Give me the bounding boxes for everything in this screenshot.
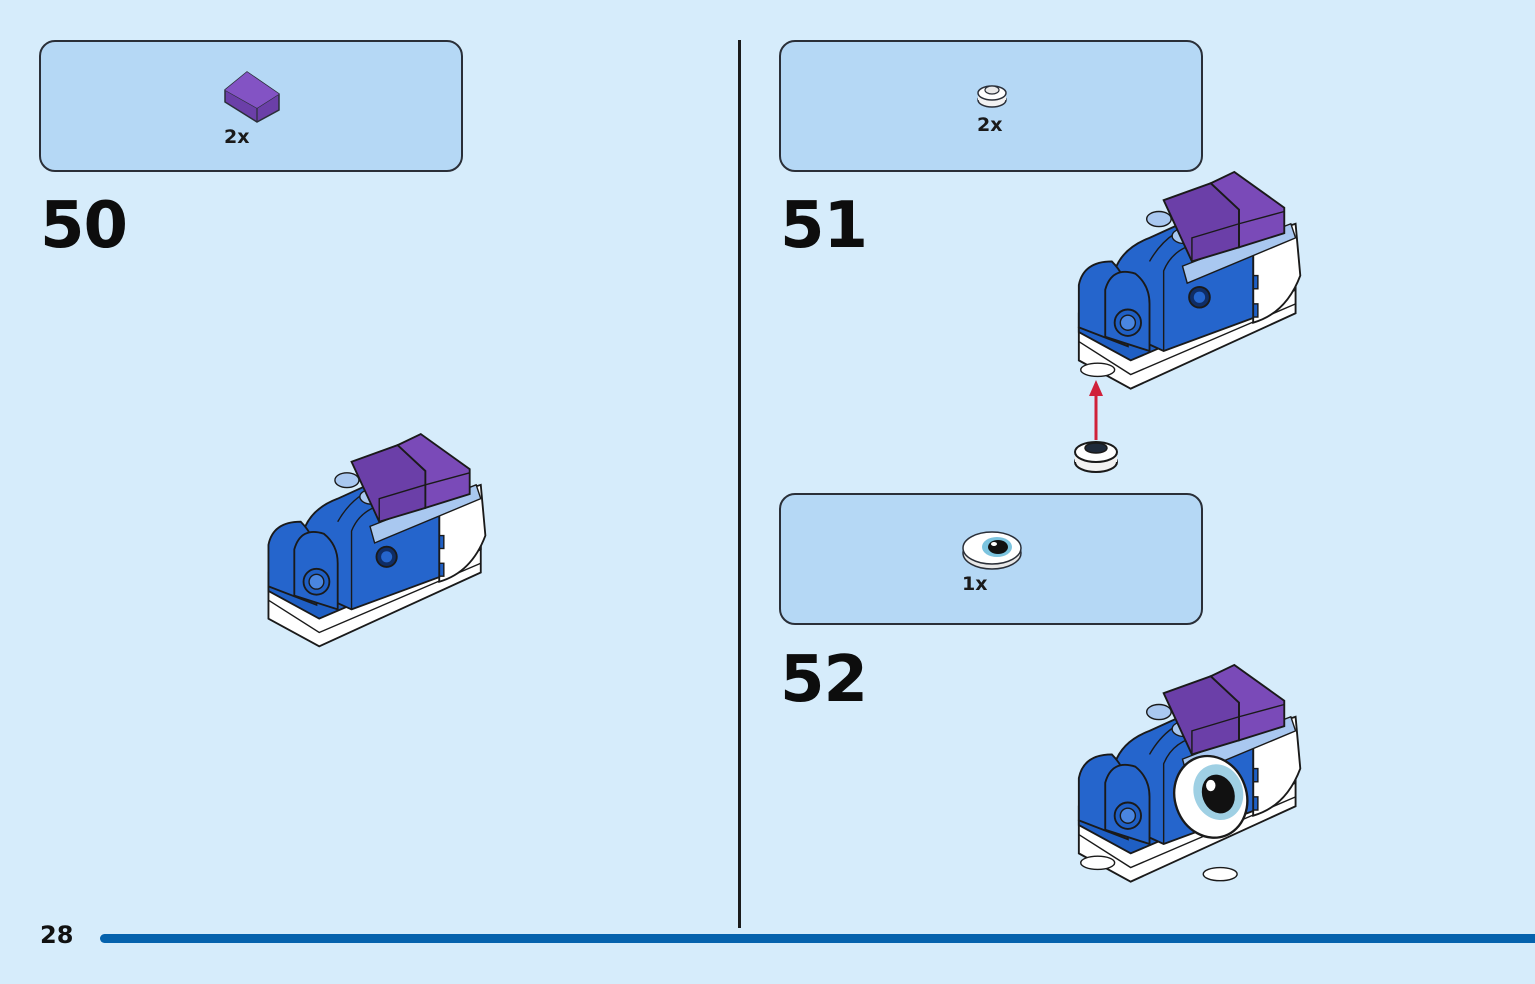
step-50-fish-model — [267, 433, 487, 648]
page-number: 28 — [40, 921, 74, 949]
step-51-fish-model — [1077, 170, 1302, 390]
step-52-fish-model — [1077, 663, 1302, 883]
step-51-number: 51 — [780, 189, 868, 263]
eye-tile-attached — [1173, 754, 1249, 839]
step-50-part-quantity: 2x — [224, 126, 250, 148]
eye-tile-icon — [962, 531, 1022, 570]
page-divider — [738, 40, 741, 928]
step-52-part-quantity: 1x — [962, 573, 988, 595]
step-52-number: 52 — [780, 643, 868, 717]
upward-red-arrow — [1089, 380, 1103, 440]
step-51-parts-callout: 2x — [779, 40, 1203, 172]
purple-slope-brick-icon — [224, 71, 280, 123]
step-51-part-quantity: 2x — [977, 114, 1003, 136]
step-50-parts-callout: 2x — [39, 40, 463, 172]
step-50-number: 50 — [40, 189, 128, 263]
white-round-plate-piece — [1074, 441, 1118, 473]
step-52-parts-callout: 1x — [779, 493, 1203, 625]
white-round-plate-icon — [977, 85, 1007, 108]
footer-bar — [100, 934, 1535, 943]
